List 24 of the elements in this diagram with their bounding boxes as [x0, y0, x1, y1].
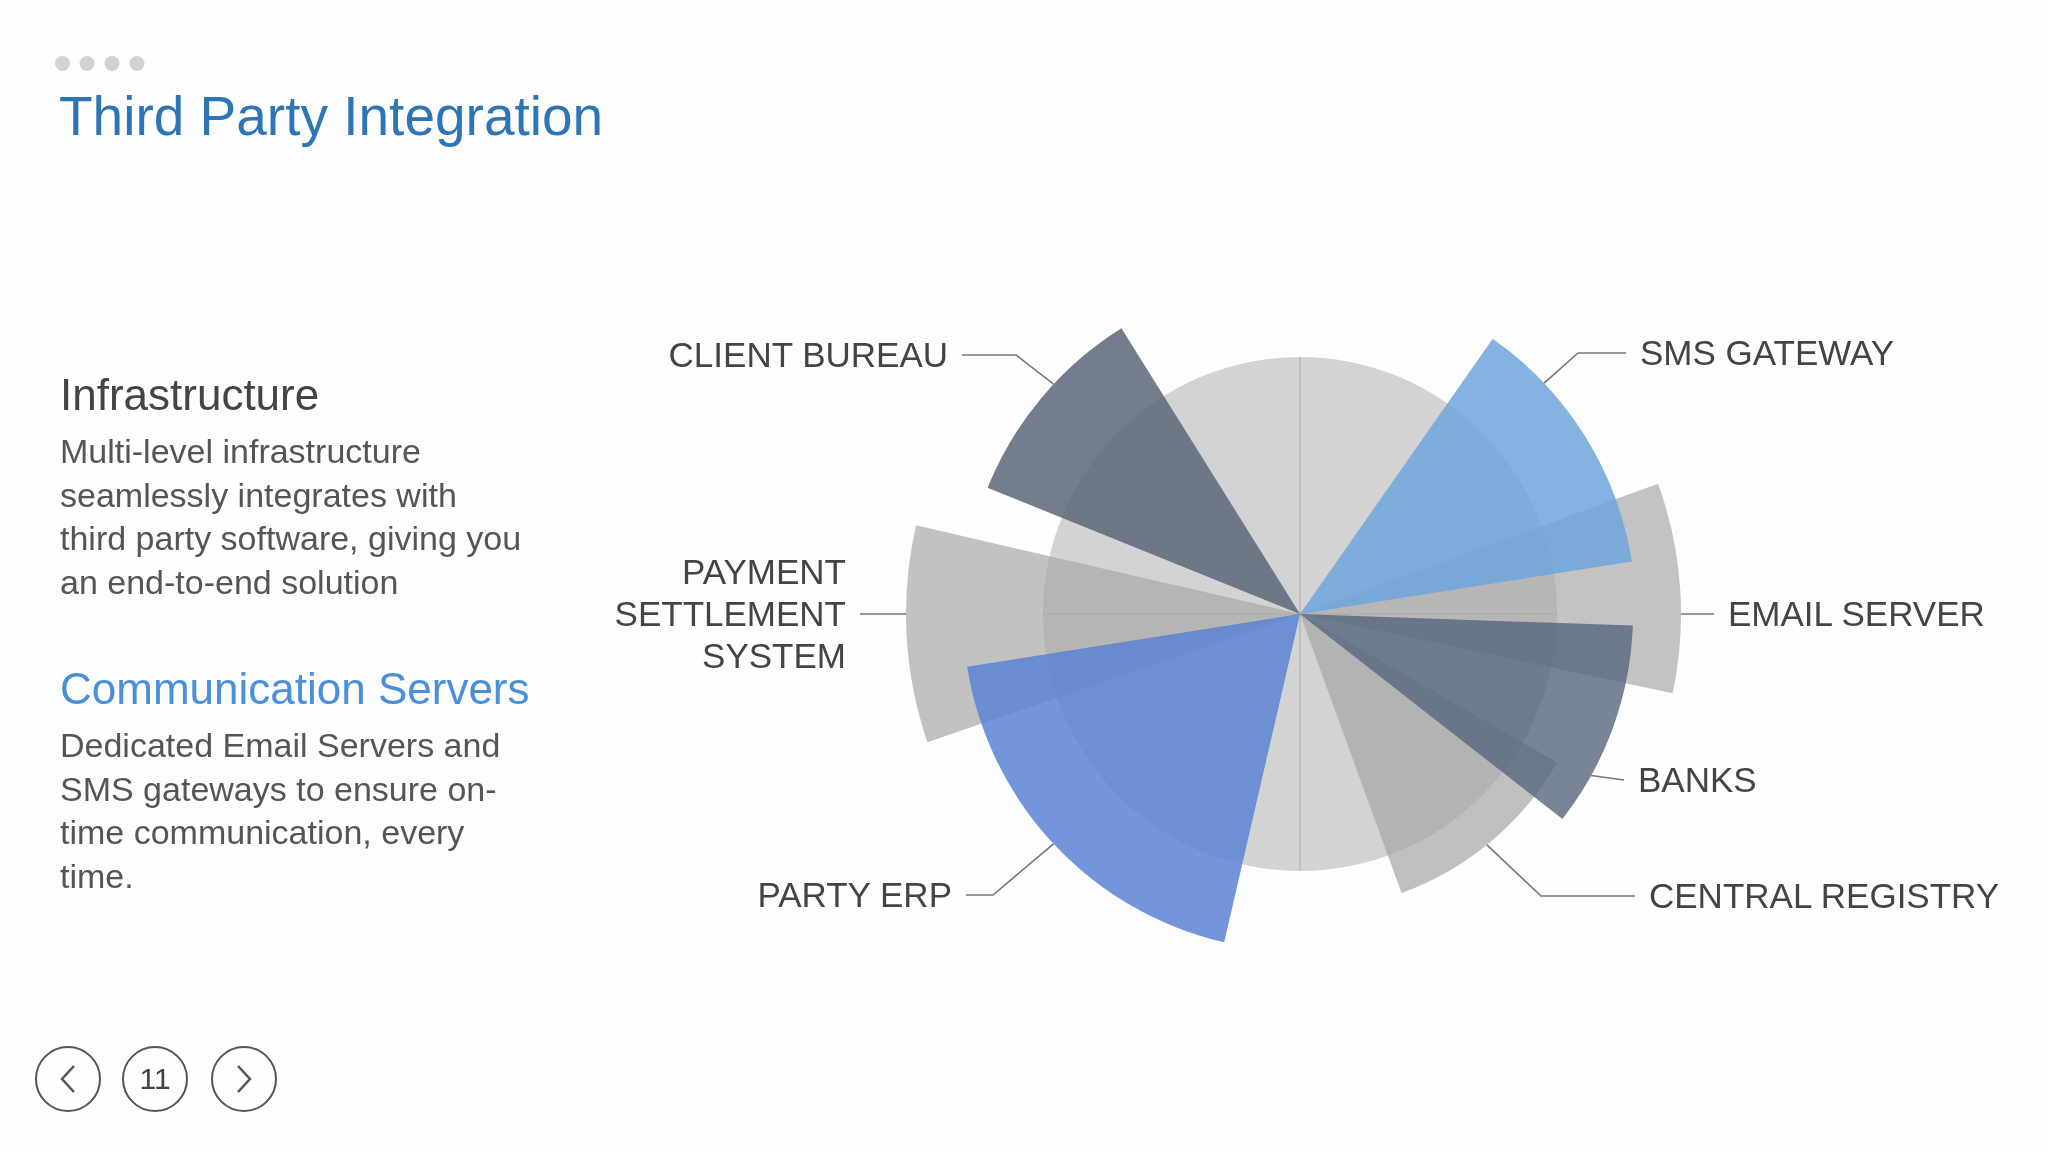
paragraph: Multi-level infrastructure seamlessly integrates with third party software, giving you an end-to-end solution: [60, 431, 523, 603]
leader-line: [859, 613, 907, 615]
chart-wedge: [967, 614, 1300, 943]
chart-wedge: [1300, 614, 1633, 819]
leader-line: [1590, 774, 1625, 781]
leader-line: [1543, 352, 1627, 384]
leader-line: [1486, 844, 1636, 897]
slide-title: Third Party Integration: [59, 84, 604, 148]
segment-label: BANKS: [1638, 759, 1757, 801]
chart-wedge: [987, 328, 1300, 614]
segment-label: SMS GATEWAY: [1640, 332, 1895, 374]
segment-label: CENTRAL REGISTRY: [1649, 875, 2000, 917]
leader-line: [961, 354, 1055, 385]
segment-label: CLIENT BUREAU: [668, 334, 948, 376]
leader-line: [965, 843, 1055, 896]
section-heading: Communication Servers: [60, 664, 530, 715]
paragraph: Dedicated Email Servers and SMS gateways to ensure on-time communication, every time.: [60, 725, 502, 897]
segment-label: PAYMENT SETTLEMENT SYSTEM: [566, 551, 846, 677]
page-number: 11: [122, 1046, 188, 1112]
leader-line: [1680, 613, 1715, 615]
segment-label: EMAIL SERVER: [1728, 593, 1985, 635]
chart-wedge: [1300, 338, 1632, 614]
section-heading: Infrastructure: [60, 370, 321, 420]
segment-label: PARTY ERP: [757, 874, 952, 916]
